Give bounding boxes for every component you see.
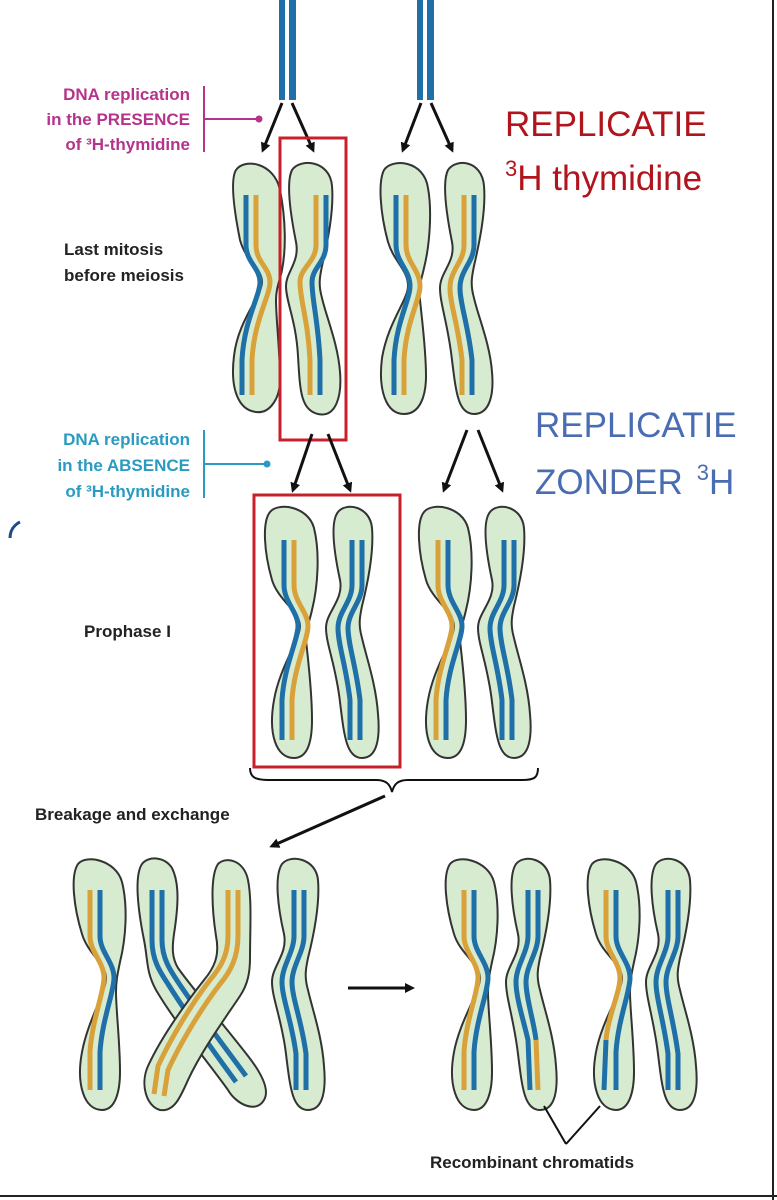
presence-bracket: [203, 86, 263, 152]
breakage-label: Breakage and exchange: [35, 805, 230, 824]
recombinant-chromosomes: [444, 857, 698, 1112]
absence-bracket: [203, 430, 271, 498]
crossover-chromosomes: [72, 857, 326, 1112]
chromosome-row2-b: [417, 505, 532, 760]
chromosome-row1-a: [232, 162, 342, 416]
dna-absence-line1: DNA replication: [63, 430, 190, 449]
last-mitosis-line1: Last mitosis: [64, 240, 163, 259]
highlight-box-row2: [252, 493, 402, 769]
chromosome-row1-b: [379, 162, 494, 416]
incoming-dna-right: [417, 0, 434, 100]
arrows-middle: [290, 429, 505, 493]
annotation-replicatie-h-line2: 3H thymidine: [505, 156, 702, 198]
last-mitosis-line2: before meiosis: [64, 266, 184, 285]
dna-absence-line3: of ³H-thymidine: [65, 482, 190, 501]
dna-presence-line2: in the PRESENCE: [46, 110, 190, 129]
annotation-replicatie-zonder-line1: REPLICATIE: [535, 406, 737, 445]
prophase-label: Prophase I: [84, 622, 171, 641]
recombinant-pointers: [543, 1105, 601, 1145]
dna-presence-line1: DNA replication: [63, 85, 190, 104]
dna-absence-line2: in the ABSENCE: [57, 456, 190, 475]
annotation-replicatie-h-line1: REPLICATIE: [505, 105, 707, 144]
curly-brace: [249, 767, 539, 793]
incoming-dna-left: [279, 0, 296, 100]
chromosome-row2-a: [263, 505, 380, 760]
edge-arc: [8, 520, 21, 539]
recombinant-label: Recombinant chromatids: [430, 1153, 634, 1172]
highlight-box-row1: [278, 136, 348, 442]
dna-presence-line3: of ³H-thymidine: [65, 135, 190, 154]
arrows-top: [260, 102, 454, 153]
arrow-breakage: [269, 794, 386, 848]
